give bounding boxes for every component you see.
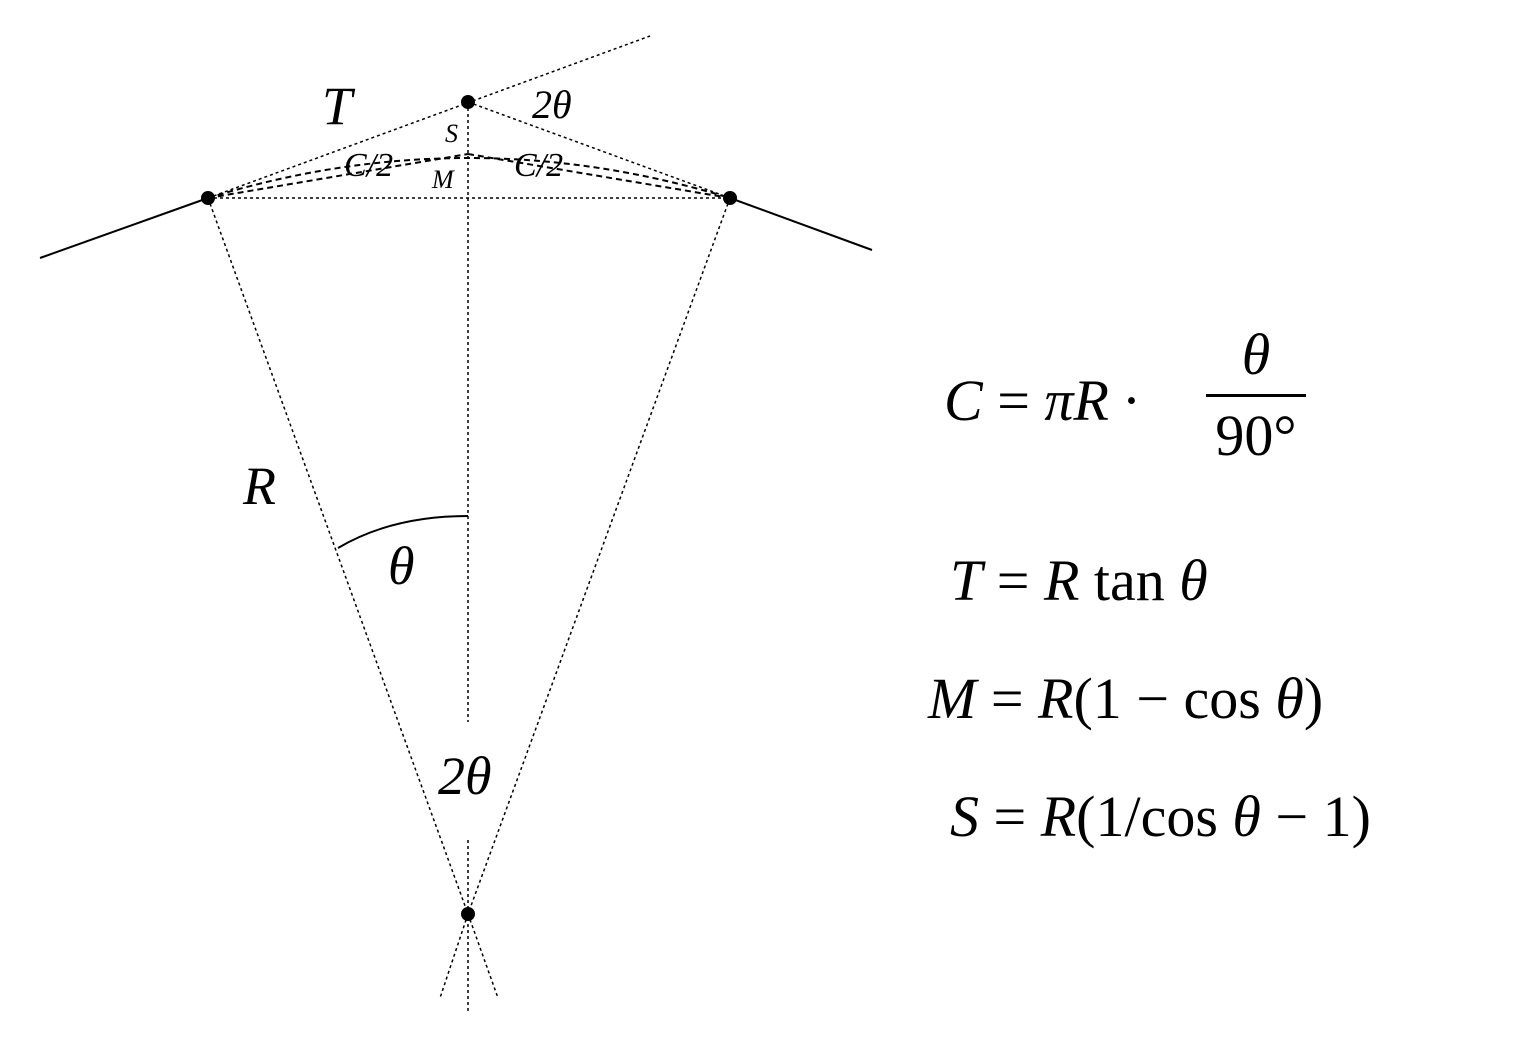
curve-arc — [207, 157, 731, 199]
formula-S-cos: (1/cos — [1076, 784, 1233, 849]
formula-M-close: ) — [1303, 666, 1324, 731]
formula-C-rhs: πR · — [1044, 368, 1138, 433]
formula-C-numerator: θ — [1241, 322, 1271, 387]
formula-M-cos: (1 − cos — [1073, 666, 1276, 731]
half-chord-left — [207, 153, 469, 199]
formula-middle-ordinate: M = R(1 − cos θ) — [928, 670, 1323, 728]
center-point — [461, 907, 475, 921]
formula-tangent-length: T = R tan θ — [950, 552, 1208, 610]
formula-T-lhs: T — [950, 548, 983, 613]
forward-tangent-line — [729, 197, 873, 251]
formula-S-close: − 1) — [1260, 784, 1371, 849]
theta-angle-arc — [337, 515, 469, 549]
formula-external-distance: S = R(1/cos θ − 1) — [950, 788, 1371, 846]
label-2theta-top: 2θ — [532, 82, 572, 127]
tangent-extension-line — [207, 35, 651, 199]
label-T: T — [322, 76, 356, 136]
formula-S-theta: θ — [1232, 784, 1261, 849]
fraction-bar — [1206, 394, 1306, 397]
pt-point — [723, 191, 737, 205]
formula-S-equals: = — [979, 784, 1041, 849]
pi-point — [461, 95, 475, 109]
formula-T-R: R — [1043, 548, 1080, 613]
label-R: R — [242, 456, 276, 516]
formula-M-theta: θ — [1275, 666, 1304, 731]
formula-T-equals: = — [982, 548, 1044, 613]
half-chord-right — [467, 153, 731, 199]
formula-curve-length: C = πR · — [944, 372, 1138, 430]
label-C-half-left: C/2 — [344, 147, 393, 184]
formula-M-R: R — [1038, 666, 1074, 731]
formula-C-fraction: θ 90° — [1206, 326, 1306, 465]
label-theta: θ — [388, 536, 415, 596]
label-S: S — [445, 119, 458, 148]
formula-M-lhs: M — [928, 666, 977, 731]
formula-S-lhs: S — [950, 784, 979, 849]
radius-left-extension — [439, 913, 469, 999]
forward-tangent-extension — [467, 101, 731, 199]
pc-point — [201, 191, 215, 205]
formula-T-theta: θ — [1179, 548, 1208, 613]
back-tangent-line — [39, 197, 209, 259]
radius-left — [207, 197, 469, 915]
formula-S-R: R — [1040, 784, 1077, 849]
label-C-half-right: C/2 — [514, 147, 563, 184]
label-M: M — [431, 165, 455, 194]
label-2theta-center: 2θ — [438, 746, 492, 806]
formula-C-denominator: 90° — [1215, 403, 1297, 468]
formula-C-equals: = — [982, 368, 1045, 433]
radius-right — [467, 197, 731, 915]
formula-C-lhs: C — [944, 368, 983, 433]
formula-T-tan: tan — [1079, 548, 1180, 613]
radius-right-extension — [467, 913, 499, 999]
formula-M-equals: = — [976, 666, 1039, 731]
